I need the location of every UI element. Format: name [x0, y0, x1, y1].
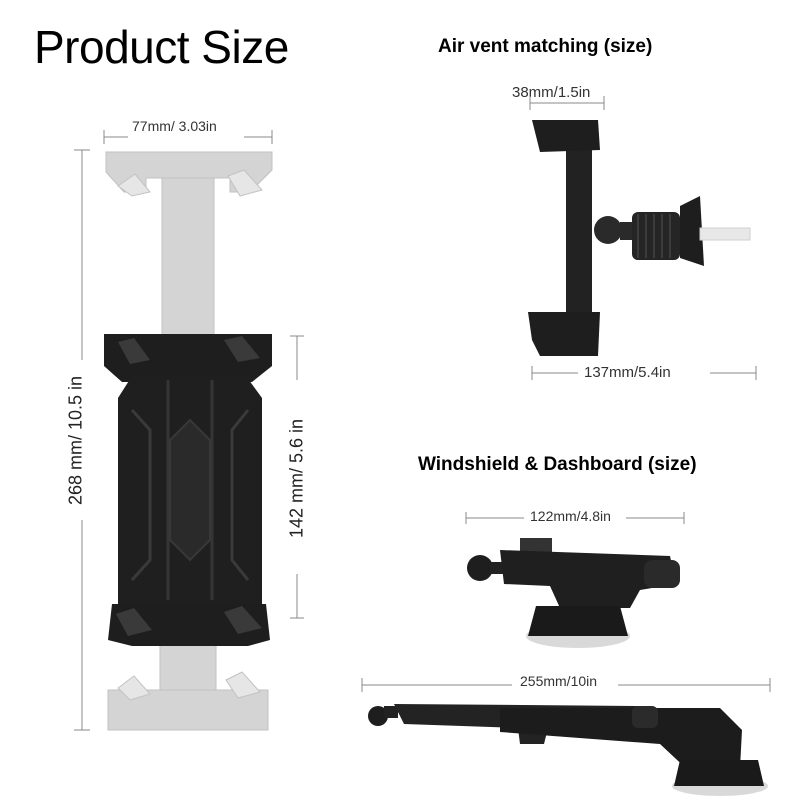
- windshield-mount-short: [467, 538, 680, 648]
- tablet-holder-top-arm-ghost: [105, 151, 273, 339]
- tablet-holder-bottom-clamp: [108, 604, 270, 646]
- windshield-mount-long: [368, 704, 768, 796]
- tablet-width-label: 77mm/ 3.03in: [132, 118, 217, 134]
- windshield-long-width-label: 255mm/10in: [520, 673, 598, 689]
- tablet-holder-bottom-arm-ghost: [107, 639, 269, 731]
- tablet-holder-top-clamp: [104, 334, 272, 382]
- windshield-short-width-label: 122mm/4.8in: [530, 508, 611, 524]
- tablet-holder-body: [118, 376, 262, 618]
- air-vent-title: Air vent matching (size): [438, 36, 653, 57]
- air-vent-top-width-label: 38mm/1.5in: [512, 84, 591, 101]
- windshield-title: Windshield & Dashboard (size): [418, 454, 697, 475]
- air-vent-bottom-width-label: 137mm/5.4in: [584, 364, 671, 381]
- page-title: Product Size: [34, 21, 289, 73]
